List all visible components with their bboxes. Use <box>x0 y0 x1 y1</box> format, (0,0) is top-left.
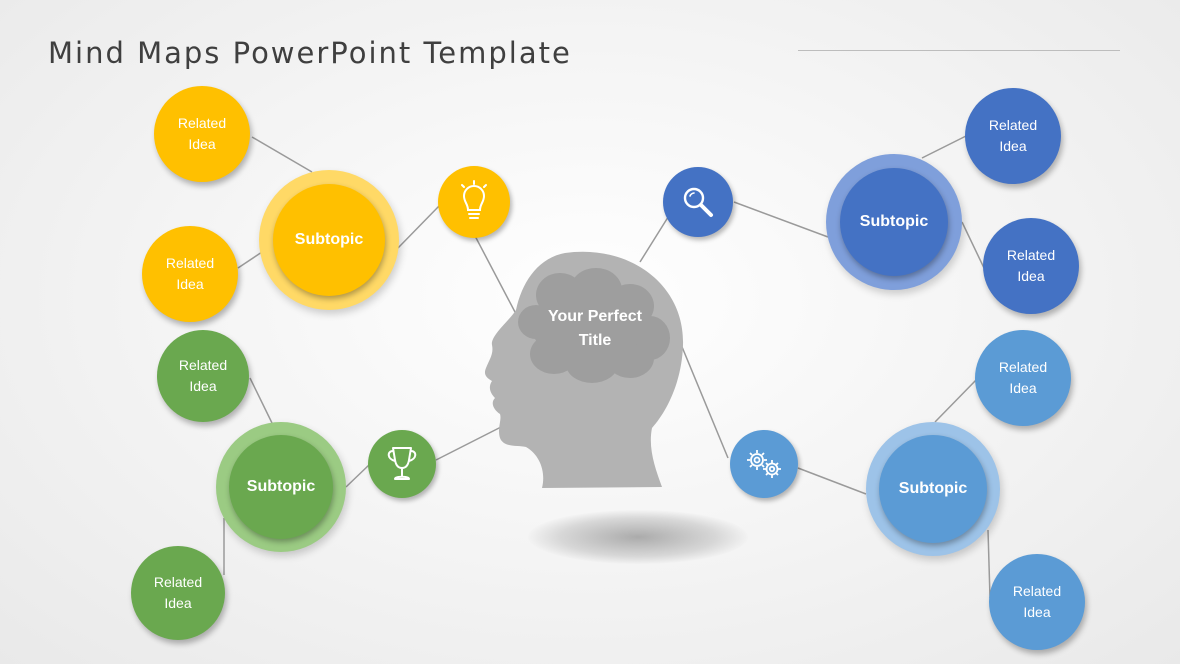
connector-line <box>987 529 991 599</box>
connector-line <box>473 233 516 313</box>
connector-line <box>251 136 313 173</box>
related-idea: Related Idea <box>142 226 238 322</box>
head-icon <box>484 251 684 488</box>
subtopic-node: Subtopic <box>229 435 333 539</box>
slide-title: Mind Maps PowerPoint Template <box>48 36 572 70</box>
connector-line <box>639 213 671 263</box>
related-idea: Related Idea <box>157 330 249 422</box>
connector-line <box>733 201 829 238</box>
related-idea: Related Idea <box>965 88 1061 184</box>
related-idea: Related Idea <box>975 330 1071 426</box>
connector-line <box>679 341 729 459</box>
connector-line <box>237 251 263 269</box>
related-idea: Related Idea <box>131 546 225 640</box>
subtopic-node: Subtopic <box>879 435 987 543</box>
connector-line <box>397 204 441 249</box>
connector-line <box>249 377 273 424</box>
center-title: Your Perfect Title <box>548 308 642 349</box>
connector-line <box>934 377 979 423</box>
related-idea: Related Idea <box>989 554 1085 650</box>
head-shadow <box>528 510 748 564</box>
trophy-icon <box>368 430 436 498</box>
related-idea: Related Idea <box>983 218 1079 314</box>
connector-line <box>921 135 967 159</box>
lightbulb-icon <box>438 166 510 238</box>
related-idea: Related Idea <box>154 86 250 182</box>
subtopic-node: Subtopic <box>273 184 385 296</box>
connector-line <box>345 463 371 488</box>
title-divider <box>798 50 1120 51</box>
connector-line <box>435 425 504 461</box>
magnifier-icon <box>663 167 733 237</box>
connector-line <box>797 467 867 495</box>
gears-icon <box>730 430 798 498</box>
connector-line <box>961 221 985 269</box>
subtopic-node: Subtopic <box>840 168 948 276</box>
